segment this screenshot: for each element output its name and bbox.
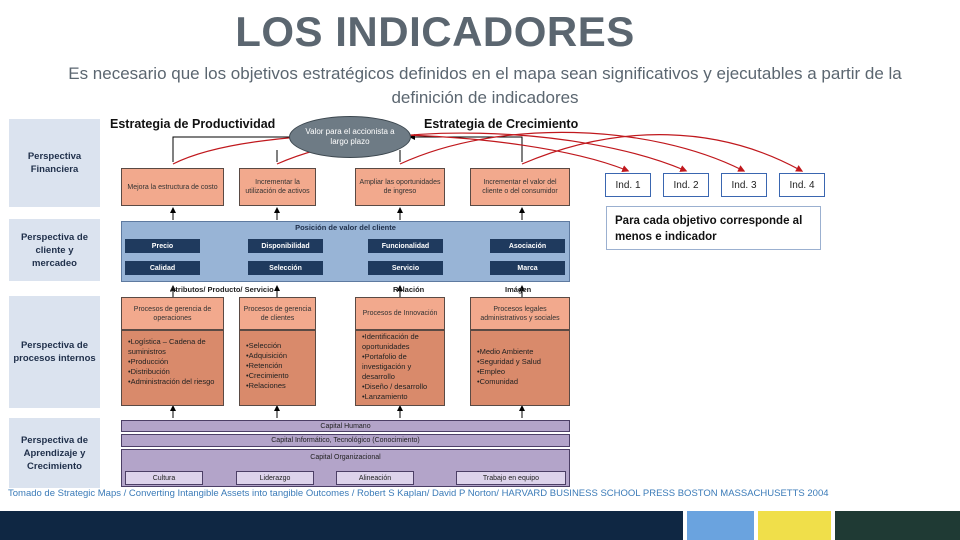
vertical-arrows	[170, 207, 525, 418]
list-item: Medio Ambiente	[477, 347, 565, 357]
process-customers-head: Procesos de gerencia de clientes	[239, 297, 316, 330]
strategy-growth-label: Estrategia de Crecimiento	[424, 117, 579, 131]
strategy-productivity-label: Estrategia de Productividad	[110, 117, 276, 131]
list-item: Lanzamiento	[362, 392, 440, 402]
objective-revenue-opportunities: Ampliar las oportunidades de ingreso	[355, 168, 445, 206]
attribute-marca: Marca	[490, 261, 565, 275]
footer-bar-yellow	[758, 511, 831, 540]
indicator-3: Ind. 3	[721, 173, 767, 197]
perspective-customer: Perspectiva de cliente y mercadeo	[9, 219, 100, 281]
list-item: Portafolio de investigación y desarrollo	[362, 352, 440, 382]
list-item: Empleo	[477, 367, 565, 377]
perspective-processes: Perspectiva de procesos internos	[9, 296, 100, 408]
label-attributes-product-service: Atributos/ Producto/ Servicio	[170, 285, 274, 294]
list-item: Diseño / desarrollo	[362, 382, 440, 392]
footer-bar-blue	[687, 511, 754, 540]
capital-human-bar: Capital Humano	[121, 420, 570, 432]
process-customers-body: Selección Adquisición Retención Crecimie…	[239, 330, 316, 406]
strategy-bracket-right	[399, 134, 523, 162]
list-item: Distribución	[128, 367, 219, 377]
footer-bar-green	[835, 511, 960, 540]
org-item-trabajo-equipo: Trabajo en equipo	[456, 471, 566, 485]
customer-value-title: Posición de valor del cliente	[295, 223, 396, 232]
process-operations-body: Logística – Cadena de suministros Produc…	[121, 330, 224, 406]
objective-customer-value: Incrementar el valor del cliente o del c…	[470, 168, 570, 206]
perspective-learning: Perspectiva de Aprendizaje y Crecimiento	[9, 418, 100, 488]
list-item: Logística – Cadena de suministros	[128, 337, 219, 357]
attribute-asociacion: Asociación	[490, 239, 565, 253]
indicator-1: Ind. 1	[605, 173, 651, 197]
attribute-precio: Precio	[125, 239, 200, 253]
list-item: Adquisición	[246, 351, 311, 361]
org-item-liderazgo: Liderazgo	[236, 471, 314, 485]
attribute-funcionalidad: Funcionalidad	[368, 239, 443, 253]
process-operations-head: Procesos de gerencia de operaciones	[121, 297, 224, 330]
indicator-2: Ind. 2	[663, 173, 709, 197]
label-relationship: Relación	[393, 285, 425, 294]
list-item: Producción	[128, 357, 219, 367]
org-item-alineacion: Alineación	[336, 471, 414, 485]
page-title: LOS INDICADORES	[235, 8, 635, 55]
attribute-calidad: Calidad	[125, 261, 200, 275]
objective-asset-utilization: Incrementar la utilización de activos	[239, 168, 316, 206]
capital-information-bar: Capital Informático, Tecnológico (Conoci…	[121, 434, 570, 447]
list-item: Retención	[246, 361, 311, 371]
list-item: Relaciones	[246, 381, 311, 391]
source-citation: Tomado de Strategic Maps / Converting In…	[8, 488, 829, 499]
indicator-4: Ind. 4	[779, 173, 825, 197]
list-item: Identificación de oportunidades	[362, 332, 440, 352]
list-item: Comunidad	[477, 377, 565, 387]
strategy-bracket-left	[172, 134, 303, 162]
label-image: Imágen	[505, 285, 532, 294]
attribute-disponibilidad: Disponibilidad	[248, 239, 323, 253]
footer-bar-dark	[0, 511, 683, 540]
list-item: Administración del riesgo	[128, 377, 219, 387]
list-item: Seguridad y Salud	[477, 357, 565, 367]
shareholder-value-oval: Valor para el accionista a largo plazo	[289, 116, 411, 158]
capital-organizational-label: Capital Organizacional	[310, 454, 381, 461]
attribute-servicio: Servicio	[368, 261, 443, 275]
list-item: Crecimiento	[246, 371, 311, 381]
objective-cost-structure: Mejora la estructura de costo	[121, 168, 224, 206]
attribute-seleccion: Selección	[248, 261, 323, 275]
page-subtitle: Es necesario que los objetivos estratégi…	[68, 64, 902, 107]
indicator-arcs	[172, 131, 804, 173]
process-innovation-head: Procesos de Innovación	[355, 297, 445, 330]
perspective-financial: Perspectiva Financiera	[9, 119, 100, 207]
process-innovation-body: Identificación de oportunidades Portafol…	[355, 330, 445, 406]
org-item-cultura: Cultura	[125, 471, 203, 485]
list-item: Selección	[246, 341, 311, 351]
process-legal-head: Procesos legales administrativos y socia…	[470, 297, 570, 330]
indicator-note: Para cada objetivo corresponde al menos …	[606, 206, 821, 250]
process-legal-body: Medio Ambiente Seguridad y Salud Empleo …	[470, 330, 570, 406]
